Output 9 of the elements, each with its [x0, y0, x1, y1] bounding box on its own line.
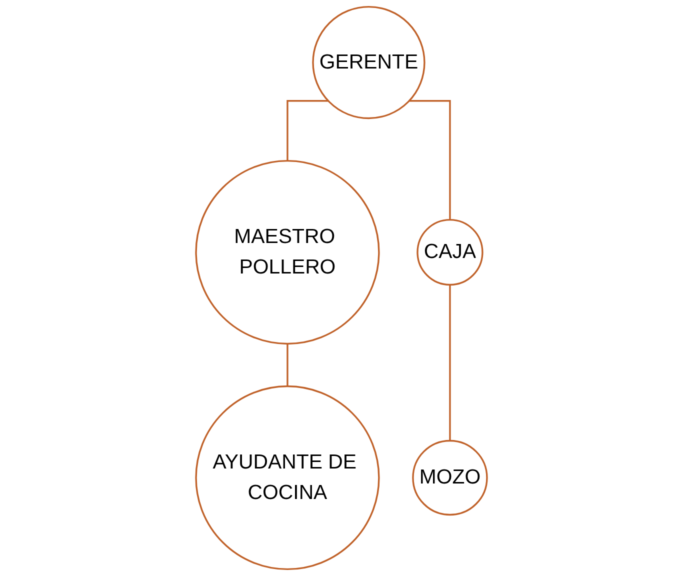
connector	[286, 342, 288, 386]
node-circle: AYUDANTE DE COCINA	[195, 385, 380, 570]
node-circle: GERENTE	[312, 6, 426, 120]
node-circle: CAJA	[416, 218, 484, 286]
connector	[286, 100, 328, 161]
node-circle: MOZO	[412, 440, 488, 516]
connector	[449, 284, 451, 441]
connector	[409, 100, 451, 220]
node-circle: MAESTRO POLLERO	[195, 160, 380, 345]
